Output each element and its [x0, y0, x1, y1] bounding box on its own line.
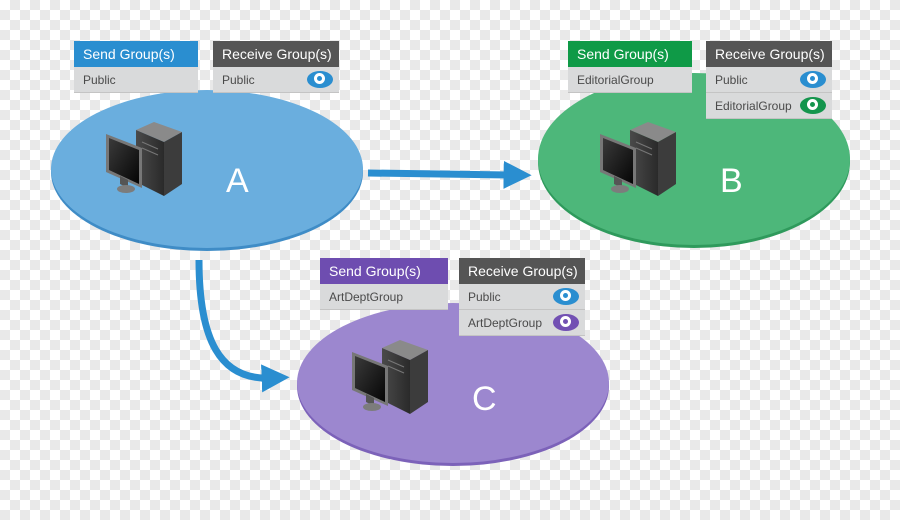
eye-icon[interactable] [800, 97, 826, 114]
eye-icon[interactable] [800, 71, 826, 88]
receive-group-item: Public [213, 67, 339, 93]
send-groups-header: Send Group(s) [74, 41, 198, 67]
group-name: Public [83, 73, 116, 87]
send-groups-header: Send Group(s) [568, 41, 692, 67]
eye-icon[interactable] [307, 71, 333, 88]
group-name: EditorialGroup [577, 73, 654, 87]
group-name: Public [715, 73, 748, 87]
eye-icon[interactable] [553, 288, 579, 305]
group-name: ArtDeptGroup [468, 316, 543, 330]
node-b-receive-panel: Receive Group(s) Public EditorialGroup [706, 41, 832, 119]
node-c-ellipse [297, 303, 609, 463]
node-c-label: C [472, 380, 497, 418]
receive-group-item: EditorialGroup [706, 93, 832, 119]
receive-groups-header: Receive Group(s) [213, 41, 339, 67]
node-a-label: A [226, 162, 249, 200]
receive-group-item: ArtDeptGroup [459, 310, 585, 336]
node-a-send-panel: Send Group(s) Public [74, 41, 198, 93]
group-name: Public [468, 290, 501, 304]
node-a-ellipse [51, 90, 363, 248]
arrow-a-to-b [367, 160, 532, 189]
eye-icon[interactable] [553, 314, 579, 331]
receive-group-item: Public [459, 284, 585, 310]
send-groups-header: Send Group(s) [320, 258, 448, 284]
send-group-item: ArtDeptGroup [320, 284, 448, 310]
node-b-label: B [720, 162, 743, 200]
receive-groups-header: Receive Group(s) [706, 41, 832, 67]
node-c-send-panel: Send Group(s) ArtDeptGroup [320, 258, 448, 310]
node-a-receive-panel: Receive Group(s) Public [213, 41, 339, 93]
node-c-receive-panel: Receive Group(s) Public ArtDeptGroup [459, 258, 585, 336]
group-name: ArtDeptGroup [329, 290, 404, 304]
send-group-item: EditorialGroup [568, 67, 692, 93]
arrow-a-to-c [195, 259, 290, 393]
group-name: Public [222, 73, 255, 87]
receive-group-item: Public [706, 67, 832, 93]
send-group-item: Public [74, 67, 198, 93]
receive-groups-header: Receive Group(s) [459, 258, 585, 284]
node-b-send-panel: Send Group(s) EditorialGroup [568, 41, 692, 93]
group-name: EditorialGroup [715, 99, 792, 113]
